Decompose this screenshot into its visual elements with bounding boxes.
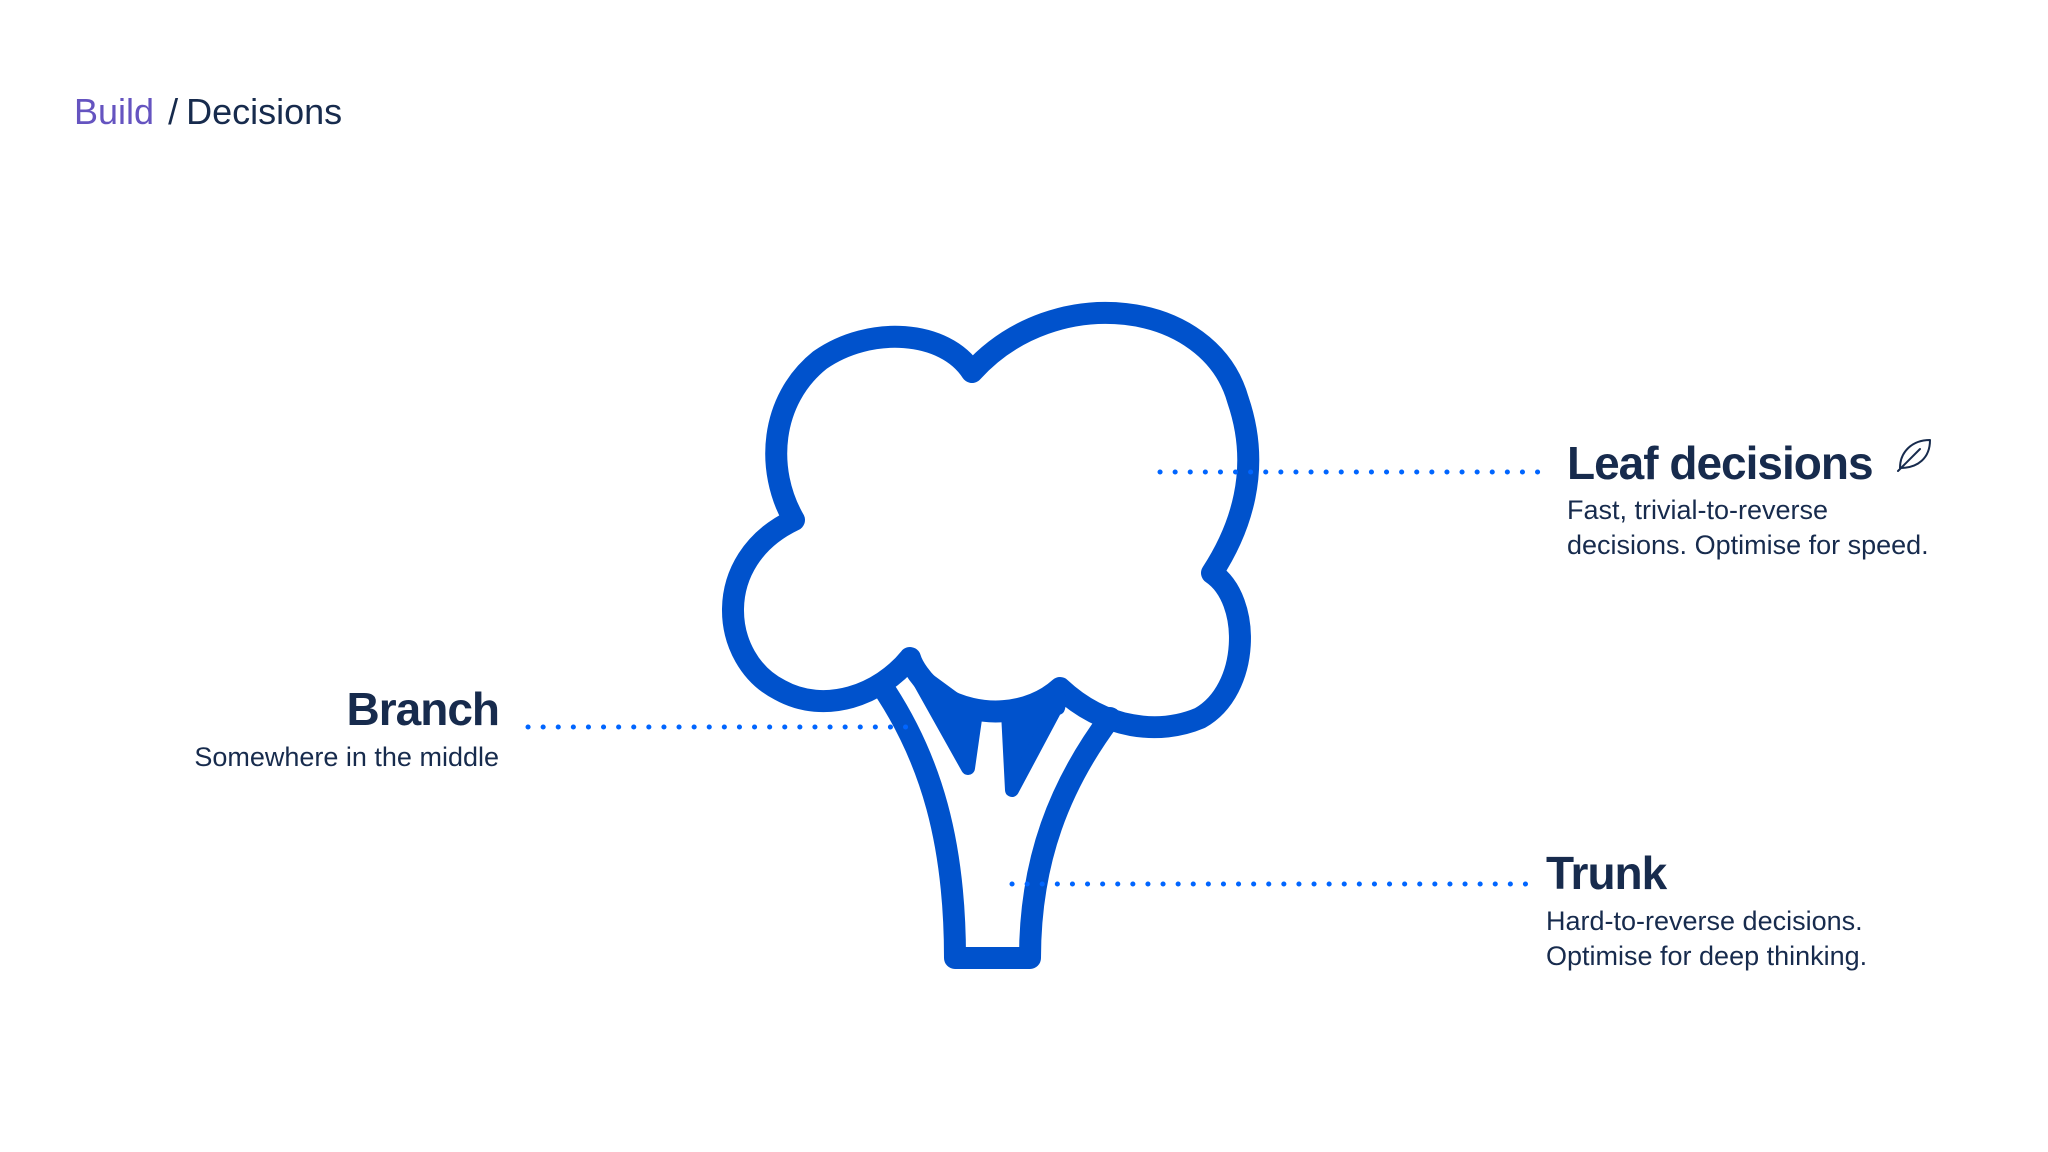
leaf-desc-line-1: Fast, trivial-to-reverse (1567, 495, 1829, 525)
breadcrumb-parent-link[interactable]: Build (74, 91, 155, 132)
trunk-title: Trunk (1546, 847, 1667, 899)
tree-branch-left (905, 661, 983, 775)
leaf-icon (1897, 439, 1931, 472)
breadcrumb: Build /Decisions (74, 88, 342, 136)
breadcrumb-current: Decisions (186, 91, 343, 132)
leaf-decisions-title: Leaf decisions (1567, 437, 1874, 489)
leaf-desc-line-2: decisions. Optimise for speed. (1567, 530, 1929, 560)
trunk-desc-line-2: Optimise for deep thinking. (1546, 941, 1868, 971)
branch-description: Somewhere in the middle (194, 742, 499, 772)
tree-icon (722, 301, 1260, 969)
tree-trunk (875, 681, 1121, 969)
tree-canopy (722, 301, 1260, 739)
trunk-desc-line-1: Hard-to-reverse decisions. (1546, 906, 1863, 936)
leaf-decisions-description: Fast, trivial-to-reverse decisions. Opti… (1567, 493, 1929, 563)
trunk-description: Hard-to-reverse decisions. Optimise for … (1546, 904, 1867, 974)
breadcrumb-separator: / (168, 91, 179, 132)
tree-branch-right (1001, 693, 1067, 797)
branch-title: Branch (346, 683, 500, 735)
